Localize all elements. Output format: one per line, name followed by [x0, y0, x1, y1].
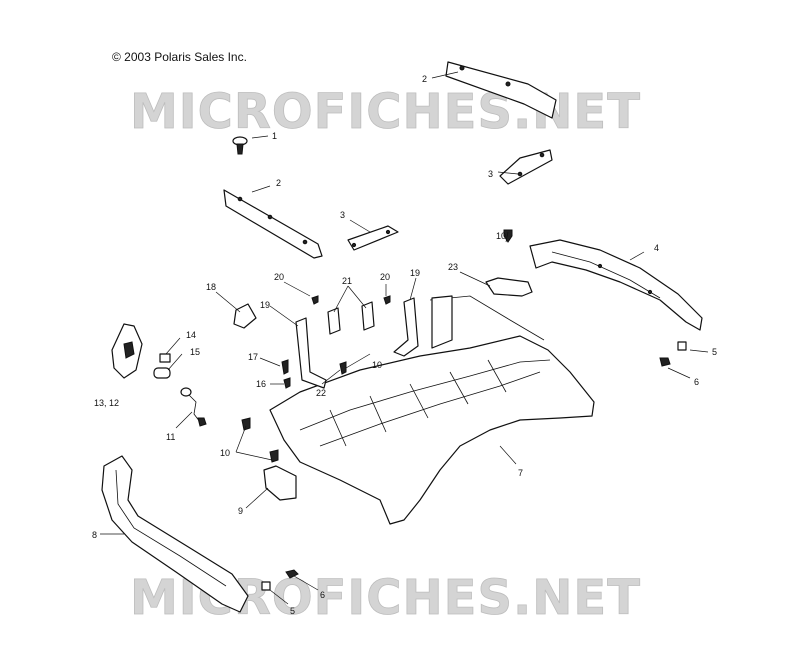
part-8-left-fender: [101, 455, 249, 613]
callout-9: 9: [238, 506, 243, 516]
callout-20-a: 20: [274, 272, 284, 282]
callout-7: 7: [518, 468, 523, 478]
part-10-top-screw: [503, 229, 513, 243]
part-10-left-screws: [241, 417, 279, 463]
callout-23: 23: [448, 262, 458, 272]
part-3-top-bracket: [499, 149, 553, 185]
part-5-6-right: [659, 341, 687, 367]
part-1-bolt: [232, 136, 248, 155]
callout-14: 14: [186, 330, 196, 340]
part-14-15-bulbs: [153, 353, 171, 379]
callout-10-left: 10: [220, 448, 230, 458]
copyright-notice: © 2003 Polaris Sales Inc.: [112, 50, 247, 64]
part-3-mid-bracket: [347, 225, 399, 251]
callout-5-bottom: 5: [290, 606, 295, 616]
callout-10-top: 10: [496, 231, 506, 241]
callout-2-top: 2: [422, 74, 427, 84]
part-2-mid-bar: [223, 189, 323, 259]
part-6-5-bottom: [261, 569, 299, 591]
callout-19-a: 19: [260, 300, 270, 310]
callout-4: 4: [654, 243, 659, 253]
part-21-plates: [327, 301, 375, 335]
part-18-bracket: [233, 303, 257, 329]
callout-3-top: 3: [488, 169, 493, 179]
callout-2-mid: 2: [276, 178, 281, 188]
callout-16: 16: [256, 379, 266, 389]
part-19-left-bracket: [295, 317, 327, 389]
callout-6-bottom: 6: [320, 590, 325, 600]
part-4-right-fender: [529, 239, 703, 331]
callout-18: 18: [206, 282, 216, 292]
callout-labels: 2 1 3 2 3 10 4 23 20 21 20 19 18 19 14 1…: [92, 74, 717, 616]
leader-lines: [100, 71, 709, 605]
callout-20-b: 20: [380, 272, 390, 282]
watermark-top: MICROFICHES.NET: [130, 84, 641, 140]
callout-13-12: 13, 12: [94, 398, 119, 408]
callout-22: 22: [316, 388, 326, 398]
small-screws: [281, 295, 391, 389]
callout-17: 17: [248, 352, 258, 362]
callout-15: 15: [190, 347, 200, 357]
callout-10-mid: 10: [372, 360, 382, 370]
part-23-bracket: [485, 277, 533, 297]
part-11-harness: [180, 387, 207, 427]
part-9-bracket: [263, 465, 297, 501]
callout-11: 11: [166, 432, 175, 442]
part-13-tail-light: [111, 323, 143, 379]
part-19-right-bracket: [393, 297, 419, 357]
callout-19-b: 19: [410, 268, 420, 278]
callout-8: 8: [92, 530, 97, 540]
callout-21: 21: [342, 276, 352, 286]
part-2-top-bar: [445, 61, 557, 119]
callout-1: 1: [272, 131, 277, 141]
callout-6-right: 6: [694, 377, 699, 387]
part-7-rear-rack: [269, 295, 595, 525]
callout-5-right: 5: [712, 347, 717, 357]
callout-3-mid: 3: [340, 210, 345, 220]
